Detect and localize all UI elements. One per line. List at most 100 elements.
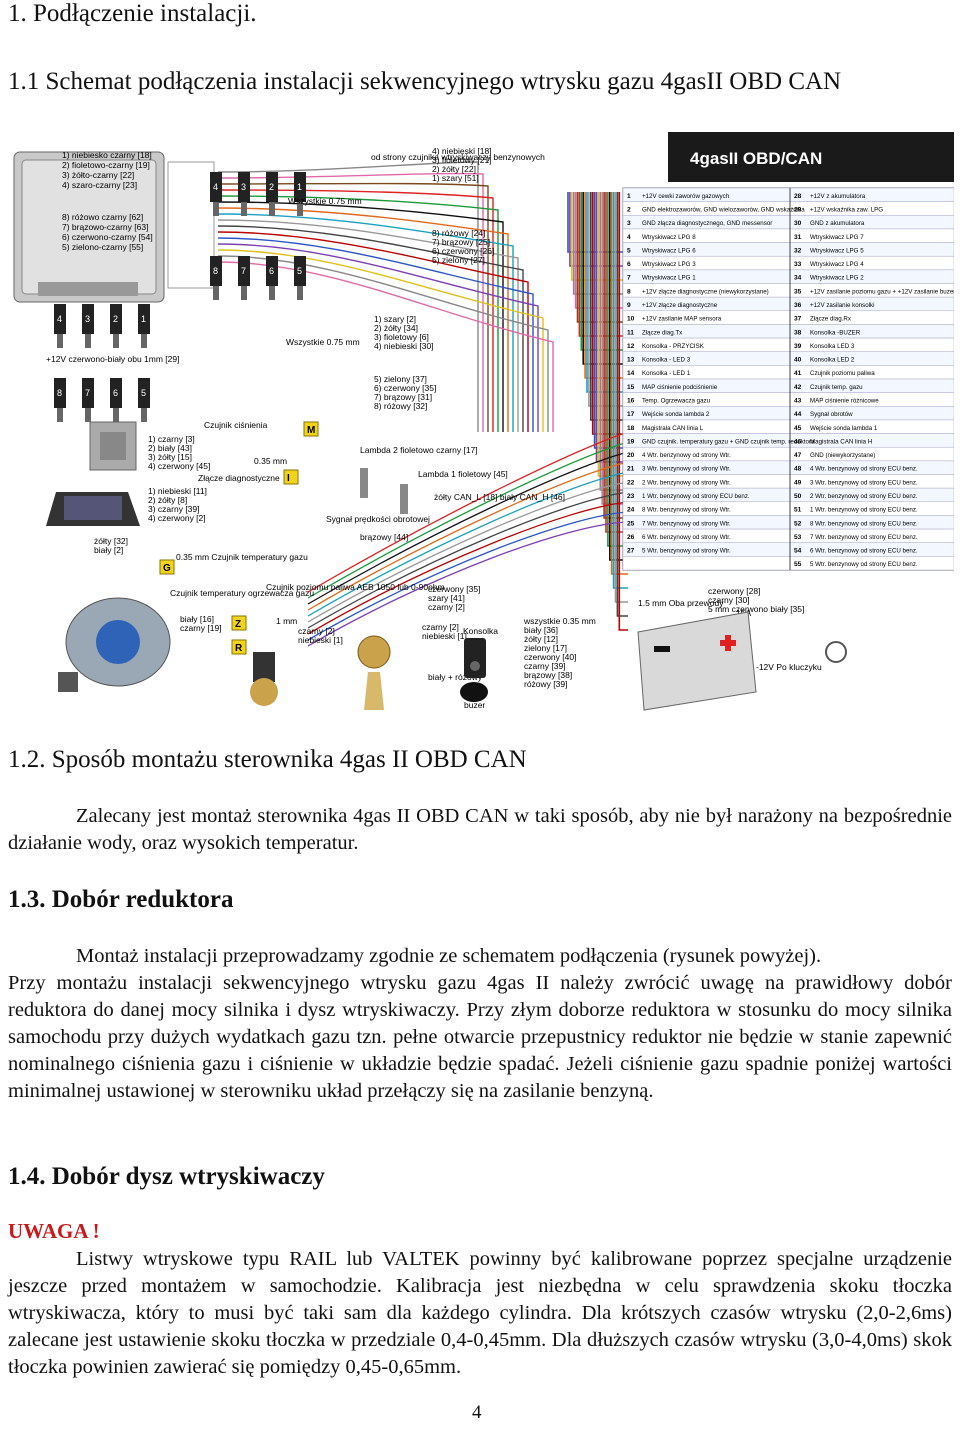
pin-function: 2 Wtr. benzynowy od strony ECU benz. — [810, 493, 918, 500]
pin-number: 46 — [794, 438, 802, 445]
pin-number: 44 — [794, 411, 802, 418]
wire — [217, 182, 489, 432]
diag-connector-label: Złącze diagnostyczne — [198, 473, 280, 483]
top-group-a: 4) niebieski [18]3) fioletowy [21]2) żół… — [432, 146, 492, 183]
battery-wire-label: czarny [30] — [708, 595, 750, 605]
pin-function: Złącze diag.Tx — [642, 329, 683, 336]
wire — [307, 521, 629, 647]
sensor-wire-label: 2) żółty [8] — [148, 495, 187, 505]
console-side-wire-labels: czarny [2]niebieski [1] — [422, 622, 467, 641]
reducer-temp-wire-label: czarny [19] — [180, 623, 222, 633]
wire-035-label: 0.35 mm — [254, 456, 287, 466]
ecu-wire-labels-a: 1) niebiesko czarny [18]2) fioletowo-cza… — [62, 150, 152, 190]
mid-wire-label: 4) niebieski [30] — [374, 341, 434, 351]
pin-function: +12V wskaźnika zaw. LPG — [810, 206, 883, 213]
speed-signal-label: Sygnał prędkości obrotowej — [326, 514, 430, 524]
lambda1-label: Lambda 1 fioletowy [45] — [418, 469, 508, 479]
wire — [618, 192, 628, 631]
pin-number: 13 — [627, 357, 635, 364]
section-1-3-paragraph: Przy montażu instalacji sekwencyjnego wt… — [8, 972, 952, 1102]
pin-number: 27 — [627, 548, 635, 555]
sensor-labels: 1) niebieski [11]2) żółty [8]3) czarny [… — [148, 486, 207, 523]
marker-box — [303, 421, 319, 437]
wire — [217, 243, 539, 432]
valve-wire-label: czarny [2] — [298, 626, 335, 636]
wire — [307, 501, 629, 635]
mid-wire-label: 3) fioletowy [6] — [374, 332, 429, 342]
pin-number: 50 — [794, 493, 802, 500]
pin-function: +12V złącze diagnostyczne — [642, 302, 718, 309]
injector-nozzle — [141, 334, 147, 348]
pin-number: 42 — [794, 384, 802, 391]
mid-wire-label: 5) zielony [37] — [374, 374, 427, 384]
mid-group-b: 5) zielony [37]6) czerwony [35]7) brązow… — [374, 374, 436, 411]
injector-nozzle — [141, 408, 147, 422]
plus12-label: +12V czerwono-biały obu 1mm [29] — [46, 354, 179, 364]
section-1-2-heading: 1.2. Sposób montażu sterownika 4gas II O… — [8, 746, 527, 773]
level-wire-label: czerwony [35] — [428, 584, 480, 594]
pin-function: Konsolka - LED 3 — [642, 357, 691, 364]
pin-number: 39 — [794, 343, 802, 350]
pin-function: Magistrala CAN linia H — [810, 438, 872, 445]
wire — [217, 261, 554, 432]
marker-box — [231, 639, 247, 655]
pin-function: Wtryskiwacz LPG 3 — [642, 261, 696, 268]
top-wire-label: 3) fioletowy [21] — [432, 155, 492, 165]
pin-function: Wtryskiwacz LPG 6 — [642, 247, 696, 254]
pin-number: 19 — [627, 438, 635, 445]
injector-nozzle — [241, 202, 247, 216]
pin-function: 6 Wtr. benzynowy od strony Wtr. — [642, 534, 731, 541]
pin-number: 51 — [794, 507, 802, 514]
pin-function: Wtryskiwacz LPG 2 — [810, 275, 864, 282]
injector-body — [110, 378, 122, 408]
pin-function: +12V zasilanie poziomu gazu + +12V zasil… — [810, 288, 954, 295]
ecu-wire-label: 2) fioletowo-czarny [19] — [62, 160, 150, 170]
injector-nozzle — [57, 334, 63, 348]
pin-function: Wtryskiwacz LPG 5 — [810, 247, 864, 254]
mid-wire-label: 2) żółty [34] — [374, 323, 418, 333]
injector-body — [54, 304, 66, 334]
injector-nozzle — [297, 286, 303, 300]
reducer-temp-label: Czujnik temperatury ogrzewacza gazu — [170, 588, 314, 598]
injector-nozzle — [213, 286, 219, 300]
mid-wire-label: 8) różowy [32] — [374, 401, 427, 411]
valve-wire-labels: czarny [2]niebieski [1] — [298, 626, 343, 645]
pin-number: 54 — [794, 548, 802, 555]
controller-header: 4gasII OBD/CAN — [668, 132, 954, 182]
injector-nozzle — [113, 334, 119, 348]
yellow-wire-label: biały [2] — [94, 545, 123, 555]
pin-function: Wtryskiwacz LPG 4 — [810, 261, 864, 268]
pin-number: 47 — [794, 452, 802, 459]
injector-nozzle — [297, 202, 303, 216]
section-1-2-paragraph: Zalecany jest montaż sterownika 4gas II … — [8, 805, 952, 854]
injector-nozzle — [269, 202, 275, 216]
wire — [217, 172, 484, 432]
ecu-wire-label: 3) żółto-czarny [22] — [62, 170, 134, 180]
pin-number: 4 — [627, 234, 631, 241]
pin-function: +12V złącze diagnostyczne (niewykorzysta… — [642, 288, 769, 295]
injector-body — [82, 378, 94, 408]
marker-box — [159, 559, 175, 575]
reducer-wire-label: 1) czarny [3] — [148, 434, 195, 444]
top-wire-label: 7) brązowy [25] — [432, 237, 490, 247]
pin-function: Złącze diag.Rx — [810, 316, 852, 323]
injector-body — [138, 378, 150, 408]
pin-number: 11 — [627, 329, 634, 336]
injector-body — [294, 256, 306, 286]
pin-number: 17 — [627, 411, 635, 418]
injector-nozzle — [269, 286, 275, 300]
pin-function: GND złącza diagnostycznego, GND messenso… — [642, 220, 772, 227]
injector-body — [110, 304, 122, 334]
wire — [217, 207, 509, 432]
pressure-sensor-label: Czujnik ciśnienia — [204, 420, 268, 430]
pin-function: 7 Wtr. benzynowy od strony ECU benz. — [810, 534, 918, 541]
pin-function: 5 Wtr. benzynowy od strony Wtr. — [642, 548, 731, 555]
pin-function: Konsolka - PRZYCISK — [642, 343, 705, 350]
injector-number: 7 — [241, 266, 246, 276]
top-wire-label: 6) czerwony [26] — [432, 246, 494, 256]
brown44-label: brązowy [44] — [360, 532, 408, 542]
pin-number: 55 — [794, 561, 802, 568]
injector-number: 2 — [269, 182, 274, 192]
